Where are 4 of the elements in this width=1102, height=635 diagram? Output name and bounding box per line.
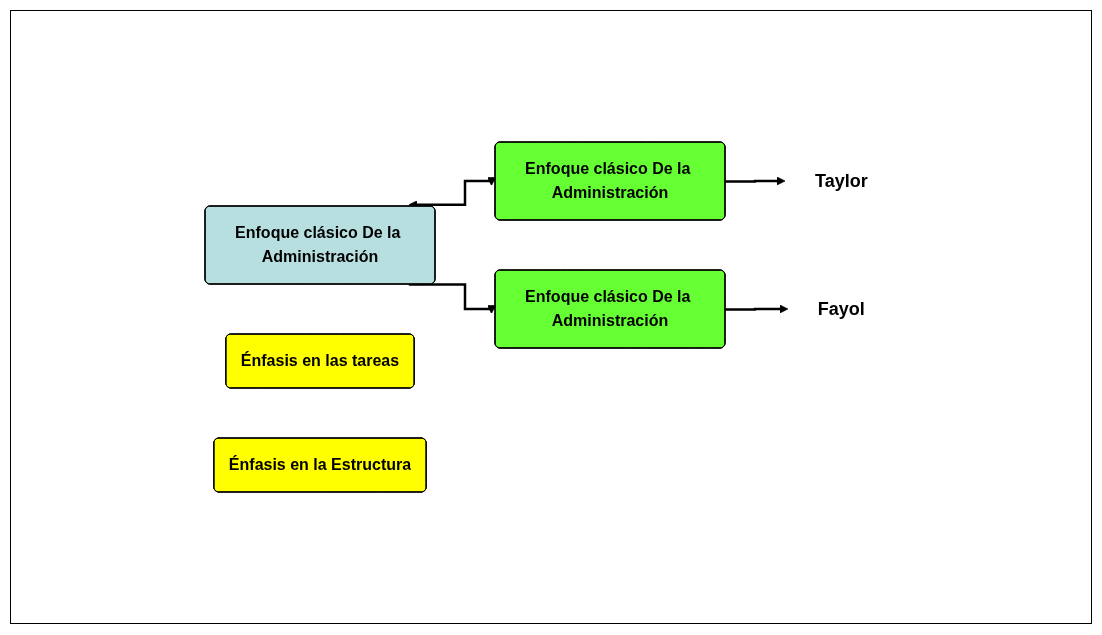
arrow [725,304,788,314]
node-text: Taylor [814,170,868,191]
node-text: Fayol [817,298,865,319]
arrow [725,176,786,186]
